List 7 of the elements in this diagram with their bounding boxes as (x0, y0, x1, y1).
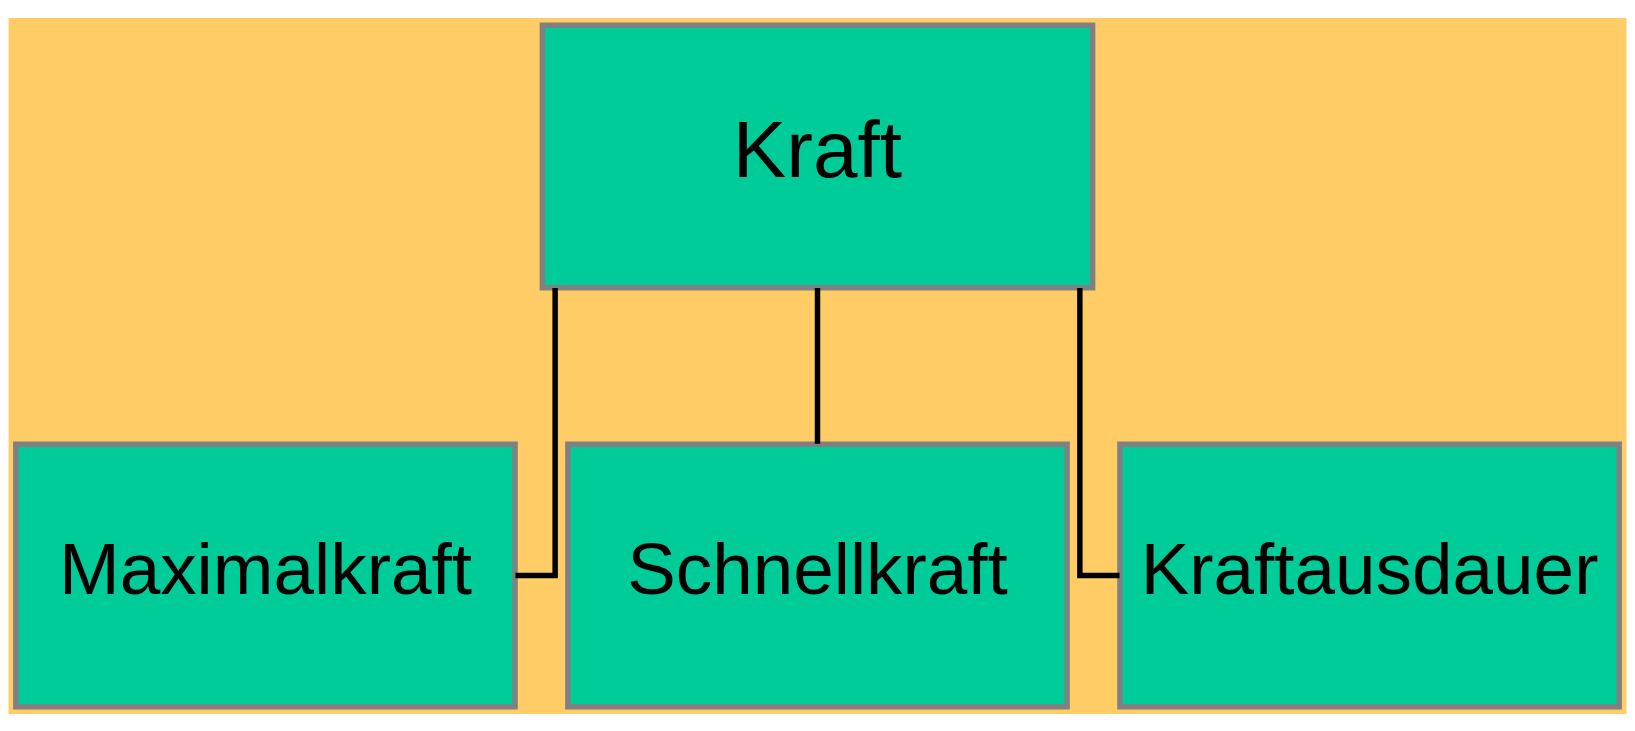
node-box: Kraftausdauer (1117, 441, 1622, 709)
node-box: Maximalkraft (13, 441, 518, 709)
node-box: Schnellkraft (565, 441, 1070, 709)
node-box: Kraft (539, 22, 1096, 290)
connector (515, 287, 558, 578)
connector (1077, 287, 1120, 578)
connector (814, 287, 821, 444)
